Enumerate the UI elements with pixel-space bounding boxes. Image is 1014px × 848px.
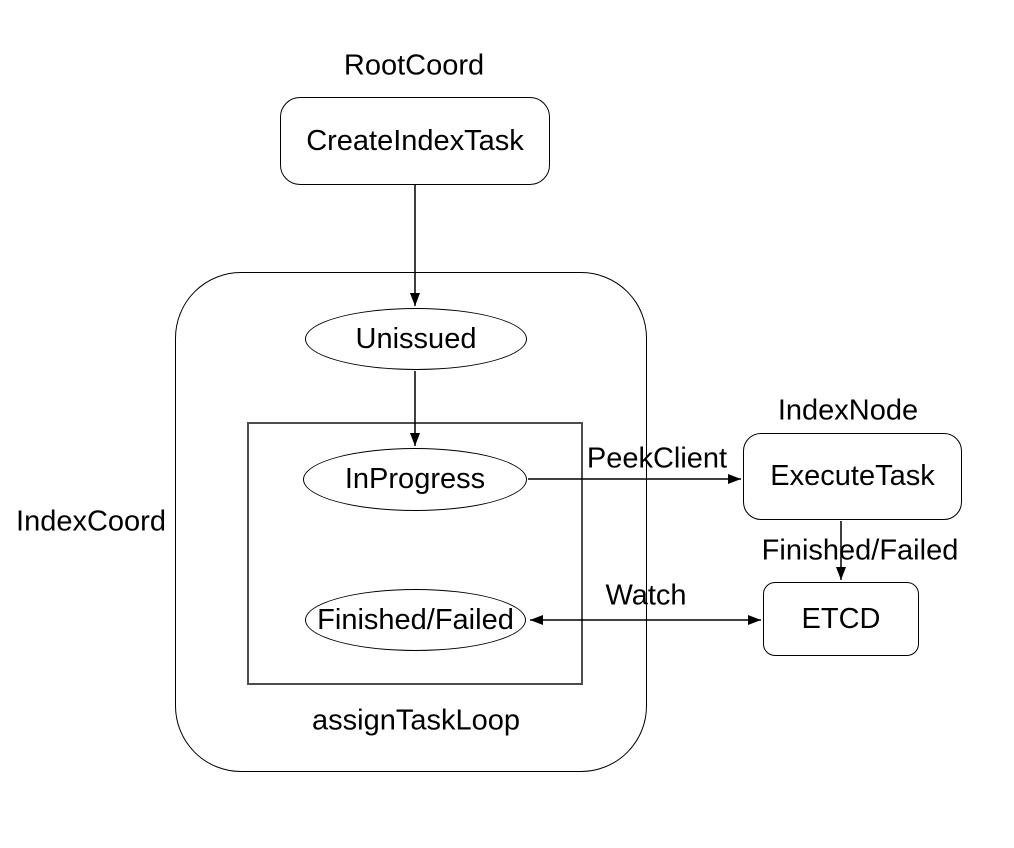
index-node-label: IndexNode [777,394,919,427]
unissued-state-label: Unissued [355,322,477,355]
unissued-state-node: Unissued [305,308,527,370]
etcd-label: ETCD [801,602,881,635]
root-coord-label: RootCoord [343,49,485,82]
in-progress-state-node: InProgress [303,448,527,511]
in-progress-state-label: InProgress [344,463,486,495]
index-coord-label: IndexCoord [16,505,166,538]
index-coord-group-outline [175,272,647,772]
finished-failed-state-node: Finished/Failed [305,589,526,651]
peek-client-edge-label: PeekClient [586,442,728,475]
finished-failed-state-label: Finished/Failed [317,603,514,636]
execute-task-node: ExecuteTask [743,433,962,520]
etcd-node: ETCD [763,582,919,656]
watch-edge-label: Watch [605,579,687,612]
create-index-task-label: CreateIndexTask [306,124,524,157]
assign-task-loop-label: assignTaskLoop [312,704,520,737]
execute-task-label: ExecuteTask [770,460,935,492]
finished-failed-edge-label: Finished/Failed [761,534,959,567]
create-index-task-node: CreateIndexTask [280,97,550,185]
